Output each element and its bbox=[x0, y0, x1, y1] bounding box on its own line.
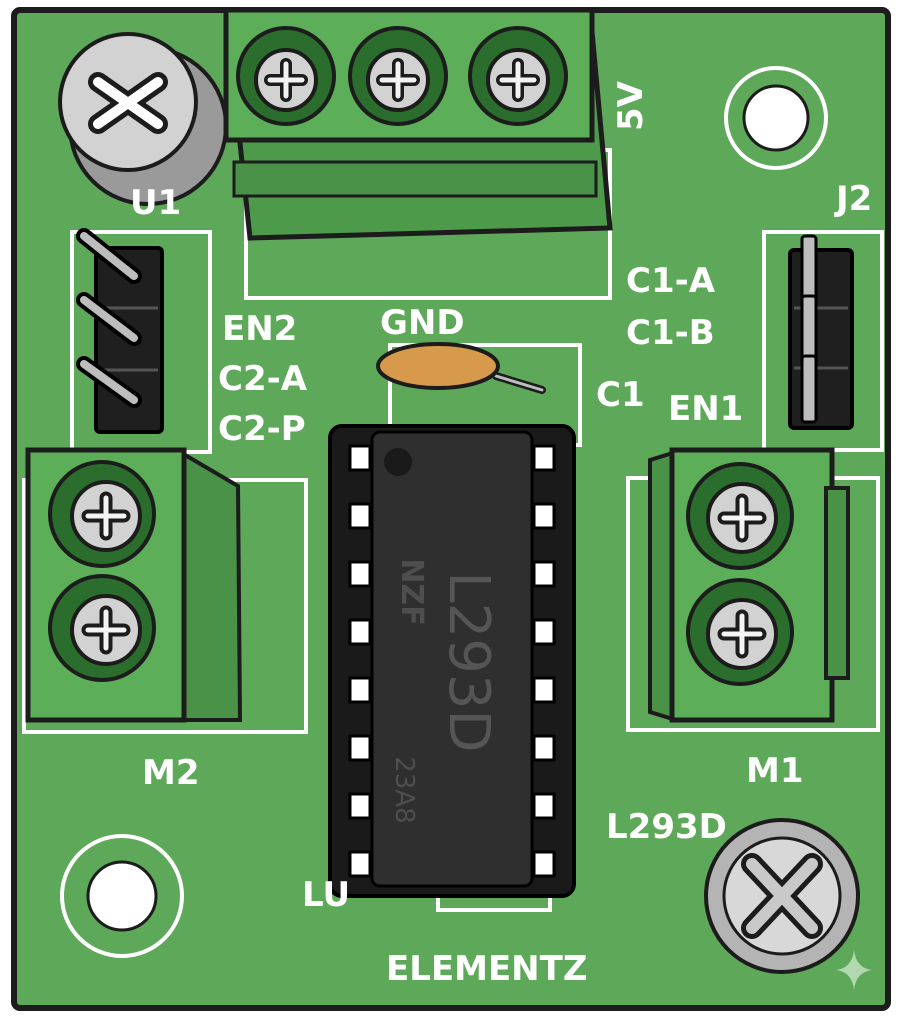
terminal-screw-icon bbox=[468, 26, 568, 126]
label-j2: J2 bbox=[834, 179, 872, 219]
label-5v: 5V bbox=[611, 80, 651, 131]
mounting-hole-top-right bbox=[724, 66, 828, 170]
label-en2: EN2 bbox=[222, 309, 297, 349]
chip-pins-right bbox=[532, 444, 556, 878]
terminal-block-m2 bbox=[25, 447, 243, 723]
label-u3-partial: LU bbox=[302, 875, 350, 915]
l293d-chip: L293D NZF 23A8 bbox=[328, 424, 576, 898]
chip-part-number: L293D bbox=[436, 571, 501, 752]
capacitor-c1 bbox=[376, 342, 546, 394]
label-c2-a: C2-A bbox=[218, 359, 308, 399]
label-en1: EN1 bbox=[668, 389, 743, 429]
pin-header-right bbox=[788, 234, 854, 430]
label-c1: C1 bbox=[596, 375, 645, 415]
label-gnd: GND bbox=[380, 303, 465, 343]
label-u1: U1 bbox=[130, 183, 181, 223]
label-c1-b: C1-B bbox=[626, 313, 715, 353]
screw-bottom-right-icon bbox=[704, 818, 860, 974]
label-m1: M1 bbox=[746, 751, 804, 791]
terminal-block-power bbox=[223, 7, 613, 241]
pin-header-left bbox=[76, 228, 164, 434]
terminal-screw-icon bbox=[348, 26, 448, 126]
terminal-screw-icon bbox=[686, 462, 794, 570]
label-l293d: L293D bbox=[606, 807, 727, 847]
chip-maker-mark: NZF bbox=[394, 558, 429, 625]
terminal-screw-icon bbox=[236, 26, 336, 126]
sparkle-icon bbox=[836, 950, 872, 990]
terminal-screw-icon bbox=[48, 574, 156, 682]
terminal-screw-icon bbox=[48, 460, 156, 568]
screw-top-left-icon bbox=[58, 32, 228, 206]
mounting-hole-bottom-left bbox=[60, 834, 184, 958]
terminal-screw-icon bbox=[686, 578, 794, 686]
label-c1-a: C1-A bbox=[626, 261, 716, 301]
label-c2-p: C2-P bbox=[218, 409, 306, 449]
label-brand: ELEMENTZ bbox=[386, 949, 587, 989]
chip-pin1-dot bbox=[384, 448, 412, 476]
terminal-block-m1 bbox=[648, 447, 850, 723]
chip-date-code: 23A8 bbox=[389, 756, 419, 823]
chip-pins-left bbox=[348, 444, 372, 878]
label-m2: M2 bbox=[142, 753, 200, 793]
